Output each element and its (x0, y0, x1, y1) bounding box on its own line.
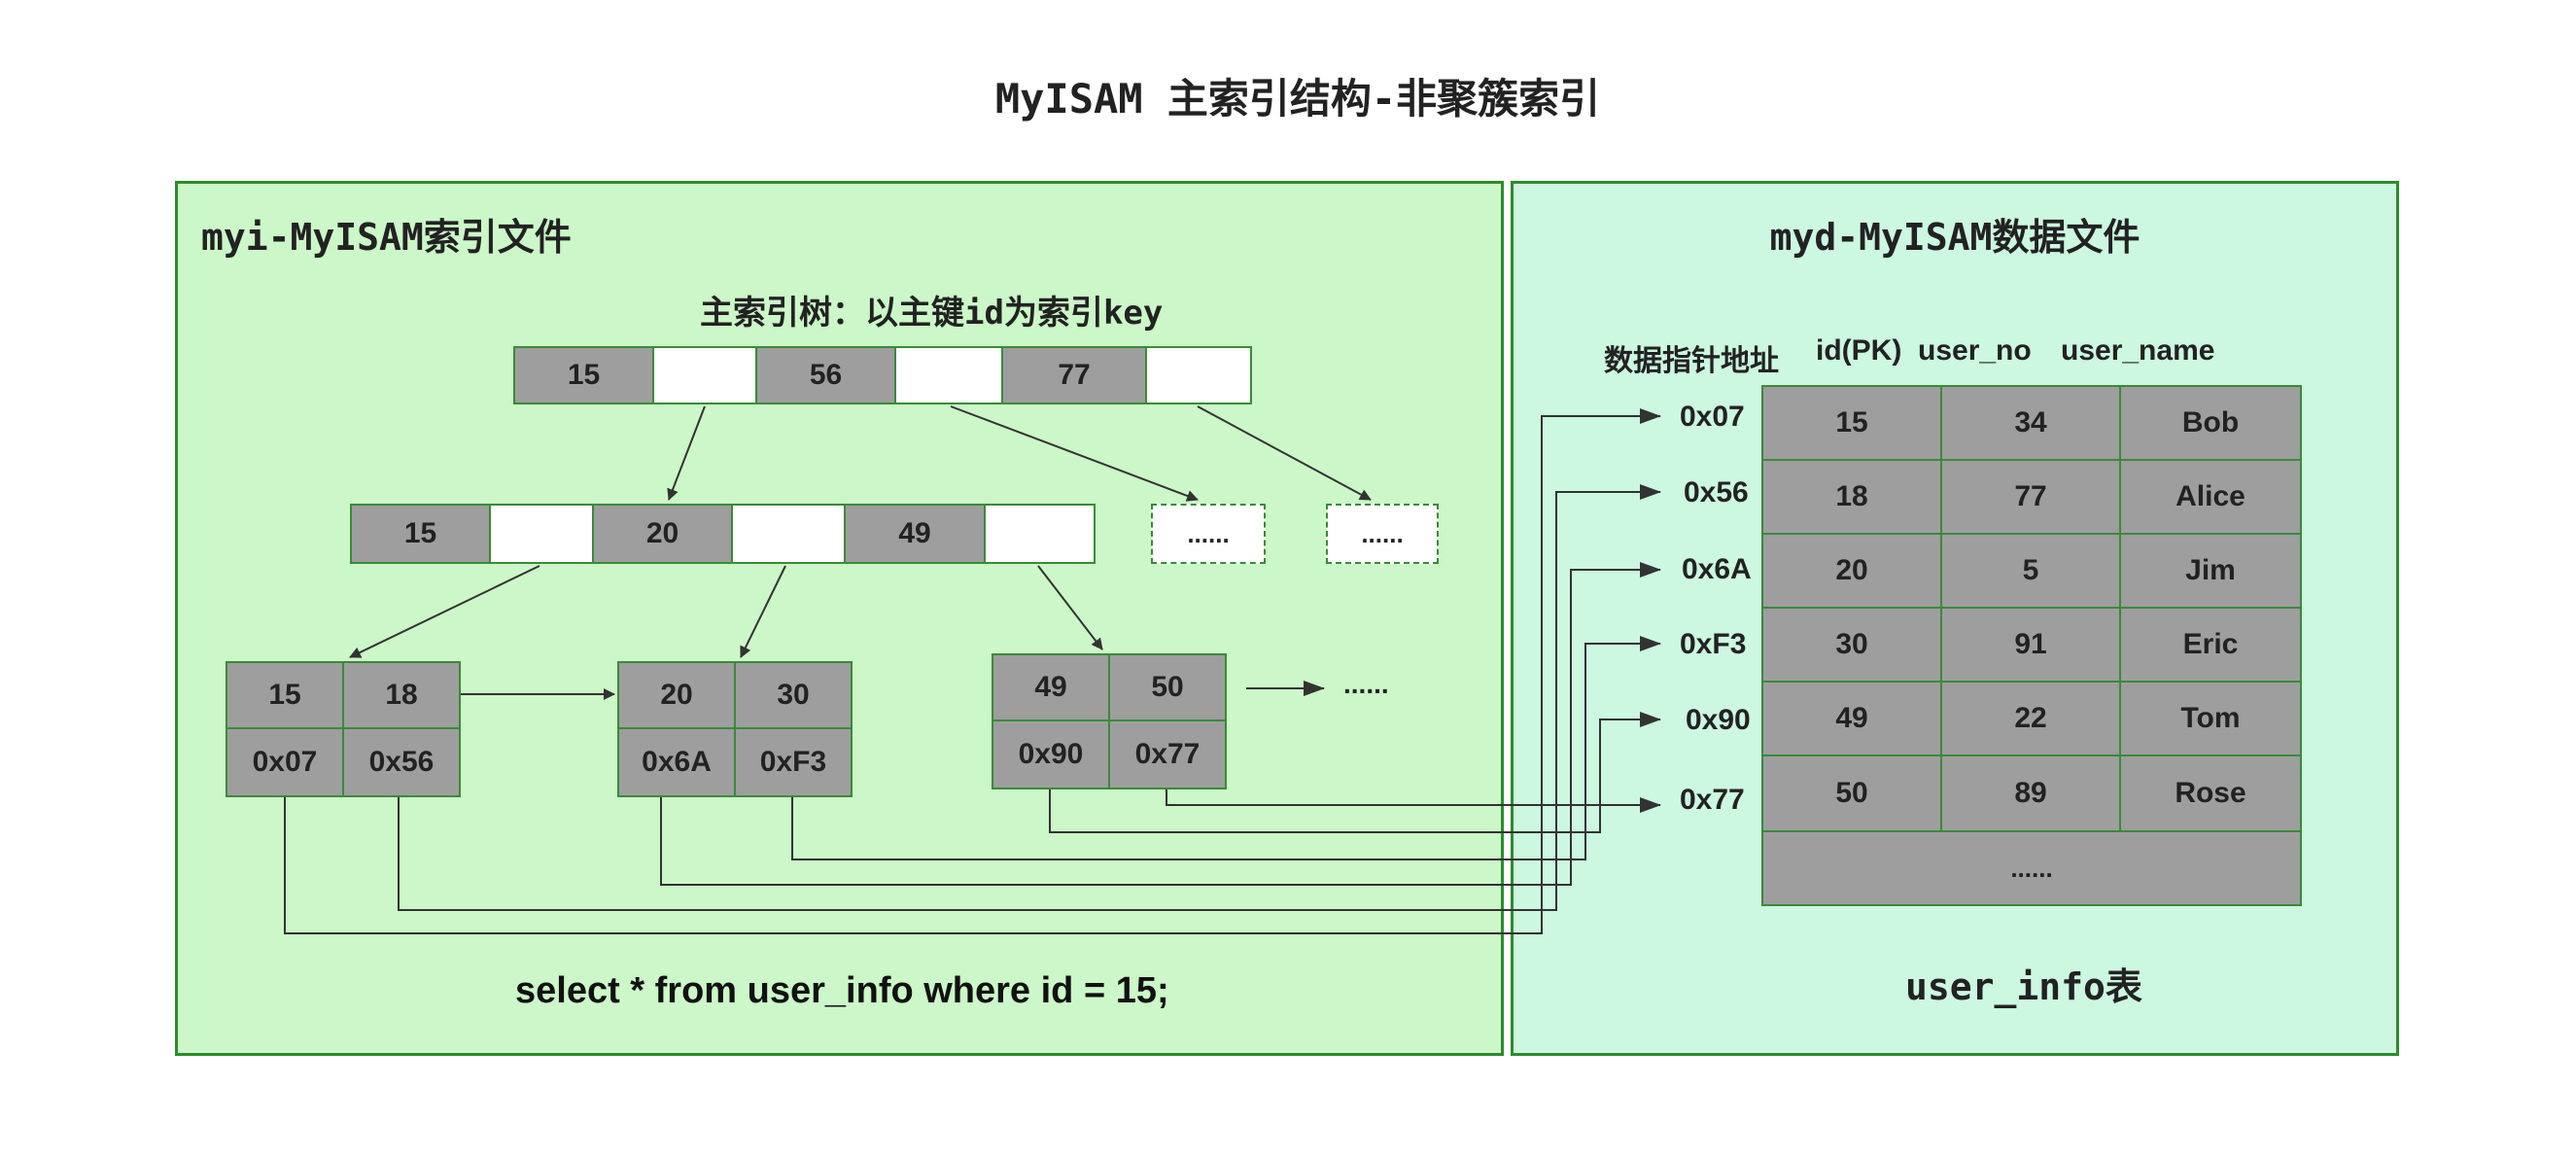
table-cell-user-no: 89 (1940, 754, 2121, 832)
column-header-user-name: user_name (2061, 334, 2215, 367)
tree-edge (1197, 405, 1372, 501)
leaf-key: 30 (734, 661, 853, 729)
column-header-user-no: user_no (1918, 334, 2032, 367)
root-key: 56 (755, 346, 896, 404)
row-address: 0x77 (1680, 784, 1745, 816)
table-cell-id: 49 (1761, 681, 1942, 756)
row-address: 0x07 (1680, 401, 1745, 433)
table-cell-user-no: 34 (1940, 385, 2121, 461)
column-header-pointer: 数据指针地址 (1604, 345, 1779, 377)
table-cell-user-name: Eric (2119, 607, 2302, 683)
leaf-key: 18 (342, 661, 461, 729)
row-address: 0x6A (1682, 553, 1752, 585)
tree-edge (349, 565, 540, 658)
pointer-line-0xF3 (791, 636, 1661, 860)
ellipsis-node: ...... (1151, 504, 1266, 564)
root-key: 15 (513, 346, 654, 404)
root-pointer (894, 346, 1003, 404)
tree-edge (950, 405, 1199, 502)
leaf-key: 49 (992, 653, 1110, 721)
tree-edge (740, 565, 786, 658)
table-more-row: ...... (1761, 830, 2302, 906)
level1-key: 20 (592, 504, 733, 564)
leaf-pointer: 0x6A (617, 727, 736, 797)
pointer-line-0x90 (1049, 712, 1661, 833)
table-caption: user_info表 (1905, 965, 2142, 1008)
leaf-key: 50 (1108, 653, 1227, 721)
row-address: 0xF3 (1680, 628, 1747, 660)
sql-query: select * from user_info where id = 15; (515, 970, 1169, 1011)
leaf-key: 15 (226, 661, 344, 729)
level1-key: 15 (350, 504, 491, 564)
pointer-line-0x56 (398, 484, 1661, 911)
table-cell-user-name: Rose (2119, 754, 2302, 832)
table-cell-user-no: 77 (1940, 459, 2121, 535)
root-key: 77 (1001, 346, 1147, 404)
root-pointer (652, 346, 757, 404)
tree-edge (1037, 565, 1103, 650)
ellipsis-node: ...... (1326, 504, 1439, 564)
leaf-pointer: 0x56 (342, 727, 461, 797)
data-file-title: myd-MyISAM数据文件 (1769, 216, 2141, 259)
index-file-title: myi-MyISAM索引文件 (201, 216, 572, 259)
table-cell-id: 18 (1761, 459, 1942, 535)
row-address: 0x90 (1686, 704, 1751, 736)
leaf-more-ellipsis: ...... (1343, 669, 1389, 699)
level1-key: 49 (844, 504, 986, 564)
leaf-pointer: 0x77 (1108, 719, 1227, 789)
column-header-id: id(PK) (1816, 334, 1902, 367)
pointer-line-0x6A (660, 562, 1661, 886)
table-cell-id: 15 (1761, 385, 1942, 461)
table-cell-user-name: Tom (2119, 681, 2302, 756)
tree-edge (667, 405, 706, 501)
pointer-line-0x77 (1166, 789, 1661, 813)
diagram-title: MyISAM 主索引结构-非聚簇索引 (994, 75, 1601, 123)
level1-pointer (731, 504, 846, 564)
root-pointer (1145, 346, 1252, 404)
level1-pointer (984, 504, 1096, 564)
pointer-line-0x07 (284, 408, 1661, 934)
tree-title: 主索引树：以主键id为索引key (700, 294, 1164, 333)
table-cell-id: 50 (1761, 754, 1942, 832)
table-cell-user-no: 5 (1940, 533, 2121, 609)
row-address: 0x56 (1684, 476, 1749, 508)
level1-pointer (489, 504, 594, 564)
leaf-pointer: 0xF3 (734, 727, 853, 797)
